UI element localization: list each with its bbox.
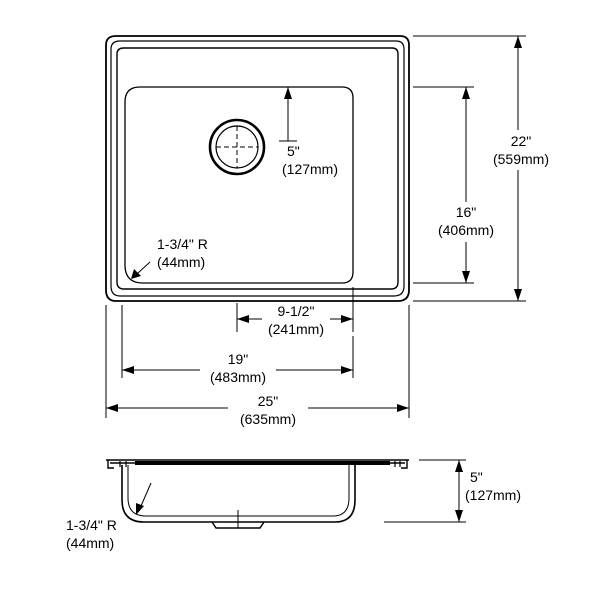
side-corner-radius-mm-label: (44mm) xyxy=(66,535,114,551)
sink-side-view xyxy=(106,459,409,529)
sink-rim-inner-line xyxy=(110,40,405,297)
drain-center-mm-label: (241mm) xyxy=(268,321,324,337)
drain-offset-inch-label: 5" xyxy=(287,143,300,159)
depth-inch-label: 5" xyxy=(470,469,483,485)
bowl-length-mm-label: (406mm) xyxy=(438,222,494,238)
corner-radius-arrow xyxy=(131,269,141,279)
overall-length-inch-label: 22" xyxy=(511,133,532,149)
corner-radius-inch-label: 1-3/4" R xyxy=(157,236,208,252)
drain xyxy=(208,118,266,176)
bowl-width-dimension: 19" (483mm) xyxy=(121,305,354,385)
side-bowl-outline xyxy=(121,465,356,523)
drain-center-dimension: 9-1/2" (241mm) xyxy=(236,287,354,337)
drain-center-inch-label: 9-1/2" xyxy=(278,303,315,319)
corner-radius-mm-label: (44mm) xyxy=(157,254,205,270)
sink-deck-edge xyxy=(116,47,399,290)
drain-offset-mm-label: (127mm) xyxy=(282,161,338,177)
sink-outer-rim xyxy=(105,35,410,302)
bowl-width-inch-label: 19" xyxy=(228,351,249,367)
bowl-width-mm-label: (483mm) xyxy=(210,369,266,385)
overall-width-inch-label: 25" xyxy=(258,393,279,409)
bowl-length-dimension: 16" (406mm) xyxy=(413,86,494,284)
drain-offset-dimension: 5" (127mm) xyxy=(279,87,338,177)
overall-width-mm-label: (635mm) xyxy=(240,411,296,427)
overall-length-dimension: 22" (559mm) xyxy=(413,35,549,302)
side-corner-radius-inch-label: 1-3/4" R xyxy=(66,517,117,533)
overall-width-dimension: 25" (635mm) xyxy=(105,305,410,427)
side-corner-radius-arrow xyxy=(136,503,144,515)
sink-top-view xyxy=(105,35,410,302)
depth-mm-label: (127mm) xyxy=(465,487,521,503)
bowl-length-inch-label: 16" xyxy=(456,204,477,220)
sink-bowl-outline xyxy=(124,86,354,284)
depth-dimension: 5" (127mm) xyxy=(384,459,521,523)
overall-length-mm-label: (559mm) xyxy=(493,151,549,167)
